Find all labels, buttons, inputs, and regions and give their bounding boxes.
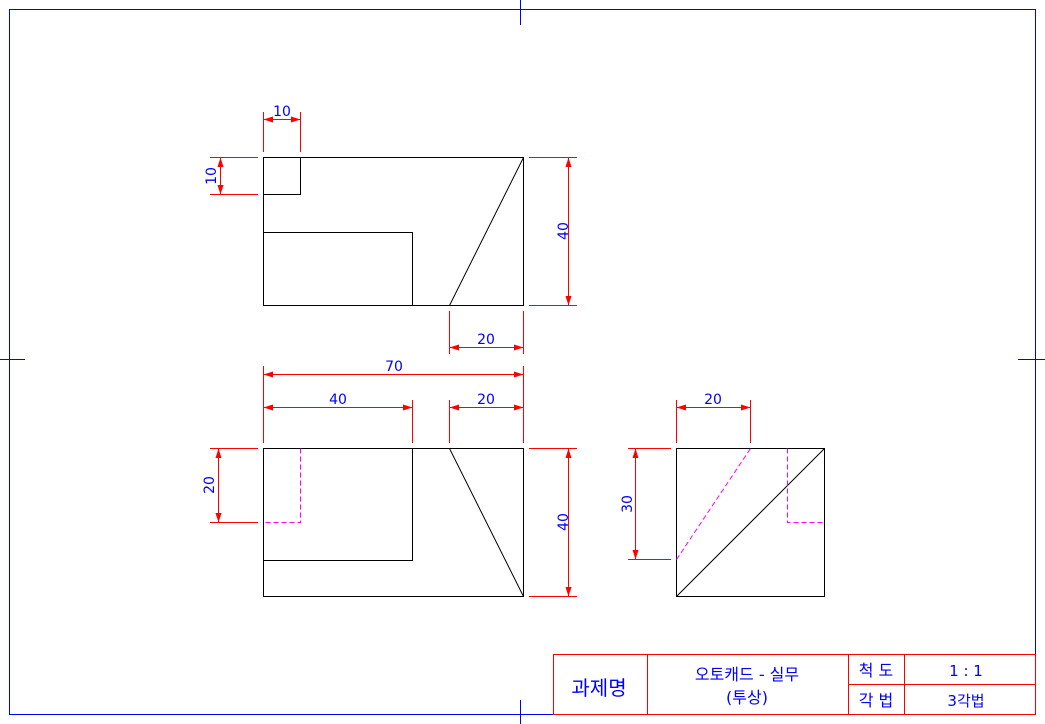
dim-arrow [449, 344, 459, 351]
dim-arrow [514, 404, 524, 411]
dim-arrow [514, 344, 524, 351]
dim-text-20-top: 20 [477, 332, 495, 348]
top-view-small-square [263, 157, 301, 195]
dim-arrow [263, 116, 273, 123]
dim-text-20-front-left: 20 [202, 476, 218, 494]
dim-arrow [449, 404, 459, 411]
dim-text-40-front-right: 40 [556, 513, 572, 531]
dim-arrow [217, 157, 224, 167]
dim-text-30-side: 30 [620, 495, 636, 513]
dim-text-40-top: 40 [556, 222, 572, 240]
drawing-frame [9, 9, 1036, 715]
dim-text-40-front: 40 [329, 392, 347, 408]
projection-label: 각 법 [859, 691, 894, 710]
scale-label: 척 도 [859, 661, 894, 680]
dim-arrow [565, 296, 572, 306]
dim-arrow [263, 404, 273, 411]
dim-arrow [217, 185, 224, 195]
front-view-hidden-line [263, 448, 301, 523]
dim-text-70: 70 [385, 359, 403, 375]
front-view [263, 448, 524, 597]
title-block: 과제명 오토캐드 - 실무 (투상) 척 도 1 : 1 각 법 3각법 [553, 654, 1036, 715]
dim-text-20-front-top: 20 [477, 392, 495, 408]
dim-arrow [514, 371, 524, 378]
project-title-line2: (투상) [726, 688, 768, 707]
front-view-dimensions: 70 40 20 20 40 [202, 359, 577, 597]
side-view-diagonal [676, 448, 825, 597]
top-view-outline [263, 157, 524, 306]
side-view-dimensions: 20 30 [620, 392, 751, 560]
dim-arrow [565, 157, 572, 167]
dim-arrow [215, 513, 222, 523]
side-view [676, 448, 825, 597]
project-title-line1: 오토캐드 - 실무 [695, 665, 799, 684]
side-view-outline [676, 448, 825, 597]
top-view-slant [449, 157, 524, 306]
dim-arrow [215, 448, 222, 458]
dim-text-20-side: 20 [704, 392, 722, 408]
front-view-step [263, 448, 413, 561]
dim-text-10-vertical: 10 [204, 167, 220, 185]
project-label: 과제명 [571, 676, 626, 700]
dim-arrow [263, 371, 273, 378]
dim-arrow [403, 404, 413, 411]
dim-arrow [565, 587, 572, 597]
top-view-dimensions: 10 10 40 20 [204, 104, 577, 354]
front-view-slant [449, 448, 524, 597]
top-view [263, 157, 524, 306]
scale-value: 1 : 1 [949, 662, 983, 680]
dim-arrow [676, 404, 686, 411]
dim-arrow [741, 404, 751, 411]
side-view-hidden-slant [676, 448, 751, 560]
dim-arrow [632, 550, 639, 560]
dim-text-10-horizontal: 10 [273, 104, 291, 120]
dim-arrow [291, 116, 301, 123]
top-view-step [263, 232, 413, 306]
dim-arrow [632, 448, 639, 458]
front-view-outline [263, 448, 524, 597]
projection-value: 3각법 [947, 692, 984, 710]
dim-arrow [565, 448, 572, 458]
side-view-hidden-step [787, 448, 825, 523]
